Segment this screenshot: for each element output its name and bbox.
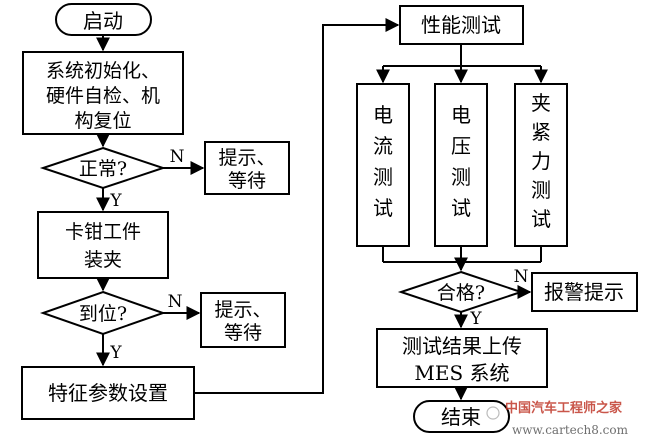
current-char-3: 测 — [373, 165, 393, 189]
force-char-3: 力 — [531, 149, 551, 173]
watermark-url: www.cartech8.com — [512, 423, 629, 437]
alarm-label: 报警提示 — [544, 280, 624, 304]
voltage-char-4: 试 — [451, 196, 471, 220]
force-char-1: 夹 — [531, 91, 551, 115]
force-test-node: 夹 紧 力 测 试 — [514, 83, 568, 247]
start-node: 启动 — [55, 3, 152, 36]
arrow-params-to-perf — [194, 18, 400, 394]
perf-node: 性能测试 — [399, 5, 524, 45]
inplace-yes-label: Y — [109, 343, 122, 363]
wait2-line-2: 等待 — [224, 322, 262, 344]
inplace-no-label: N — [168, 292, 183, 312]
voltage-test-node: 电 压 测 试 — [434, 83, 488, 247]
wait2-line-1: 提示、 — [214, 299, 271, 321]
pass-decision: 合格? — [397, 270, 525, 314]
upload-line-2: MES 系统 — [414, 361, 509, 385]
watermark-text: 中国汽车工程师之家 — [505, 400, 623, 416]
current-test-node: 电 流 测 试 — [356, 83, 410, 247]
clamp-line-1: 卡钳工件 — [65, 221, 141, 243]
voltage-char-3: 测 — [451, 165, 471, 189]
force-char-4: 测 — [531, 178, 551, 202]
current-char-2: 流 — [373, 134, 393, 158]
force-char-5: 试 — [531, 207, 551, 231]
upload-line-1: 测试结果上传 — [402, 334, 522, 358]
current-char-1: 电 — [373, 103, 393, 127]
params-node: 特征参数设置 — [21, 366, 195, 420]
voltage-char-2: 压 — [451, 134, 471, 158]
pass-no-label: N — [514, 267, 529, 287]
wait1-line-2: 等待 — [228, 170, 266, 192]
force-char-2: 紧 — [531, 120, 551, 144]
params-label: 特征参数设置 — [48, 381, 168, 405]
init-line-2: 硬件自检、机 — [46, 85, 160, 107]
watermark-logo-icon — [486, 406, 500, 420]
watermark: 中国汽车工程师之家 www.cartech8.com — [486, 400, 629, 437]
upload-node: 测试结果上传 MES 系统 — [376, 328, 548, 388]
wait2-node: 提示、 等待 — [200, 292, 286, 348]
normal-yes-label: Y — [109, 191, 122, 211]
init-line-3: 构复位 — [74, 110, 131, 132]
init-node: 系统初始化、 硬件自检、机 构复位 — [22, 51, 184, 135]
alarm-node: 报警提示 — [531, 272, 638, 312]
inplace-decision: 到位? — [39, 290, 167, 336]
wait1-line-1: 提示、 — [218, 147, 275, 169]
end-label: 结束 — [441, 405, 481, 429]
inplace-label: 到位? — [79, 303, 127, 325]
normal-decision: 正常? — [39, 146, 167, 190]
end-node: 结束 — [413, 400, 510, 433]
pass-label: 合格? — [437, 282, 485, 304]
clamp-node: 卡钳工件 装夹 — [37, 211, 169, 279]
normal-label: 正常? — [79, 158, 127, 180]
clamp-line-2: 装夹 — [84, 249, 122, 271]
pass-yes-label: Y — [469, 309, 482, 329]
init-line-1: 系统初始化、 — [46, 60, 160, 82]
voltage-char-1: 电 — [451, 103, 471, 127]
wait1-node: 提示、 等待 — [204, 141, 290, 195]
normal-no-label: N — [170, 147, 185, 167]
start-label: 启动 — [83, 9, 123, 33]
current-char-4: 试 — [373, 196, 393, 220]
perf-label: 性能测试 — [421, 13, 501, 37]
